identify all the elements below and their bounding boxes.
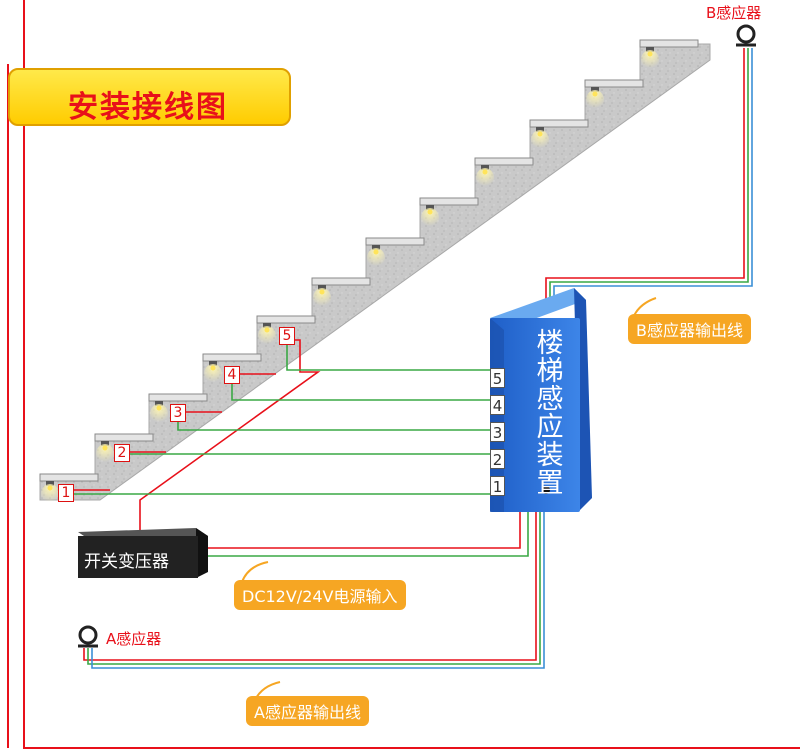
sensor-a-label: A感应器: [106, 630, 162, 648]
stair-tread: [94, 433, 154, 464]
stair-tread: [529, 119, 589, 150]
sensor-a-output-callout: A感应器输出线: [246, 696, 369, 726]
wire-step-5-green: [286, 343, 498, 371]
stair-tread: [365, 237, 425, 268]
stair-tread: [256, 315, 316, 346]
device-label: 楼梯感应装置: [536, 328, 564, 499]
stair-tread: [584, 79, 644, 110]
step-number-4: 4: [224, 366, 240, 384]
wire-sensor-b-red: [545, 48, 745, 304]
transformer-label: 开关变压器: [84, 552, 169, 572]
wire-step-3-green: [177, 420, 498, 431]
transformer-box: [78, 528, 208, 578]
device-port-1: 1: [490, 476, 505, 496]
wire-sensor-a-green: [87, 512, 541, 665]
device-port-5: 5: [490, 368, 505, 388]
stair-treads: [39, 39, 699, 504]
wire-sensor-a-red: [83, 512, 537, 661]
step-number-5: 5: [279, 327, 295, 345]
stair-tread: [202, 353, 262, 384]
wire-sensor-a-blue: [91, 512, 545, 669]
wire-sensor-b-blue: [553, 48, 753, 300]
step-number-1: 1: [58, 484, 74, 502]
indicator-dot: [542, 486, 550, 494]
device-port-4: 4: [490, 395, 505, 415]
wire-step-2-green: [121, 453, 498, 460]
device-port-3: 3: [490, 422, 505, 442]
wire-step-1-green: [65, 493, 498, 500]
wire-power-green: [208, 512, 529, 557]
stair-sensor-device: [490, 288, 592, 512]
page-title: 安装接线图: [68, 90, 228, 125]
sensor-b-icon: [736, 24, 756, 47]
callout-pointer-power: [241, 561, 269, 583]
stair-tread: [474, 157, 534, 188]
sensor-a-icon: [78, 625, 98, 648]
step-number-3: 3: [170, 404, 186, 422]
outer-frame-line: [23, 0, 800, 749]
stair-tread: [311, 277, 371, 308]
power-input-callout: DC12V/24V电源输入: [234, 580, 406, 610]
stair-tread: [639, 39, 699, 70]
device-port-2: 2: [490, 449, 505, 469]
title-box: 安装接线图: [8, 68, 291, 126]
sensor-b-label: B感应器: [706, 4, 762, 22]
wire-power-red-diagonal: [139, 339, 321, 536]
stair-tread: [39, 473, 99, 504]
stair-tread: [419, 197, 479, 228]
wire-power-red: [198, 512, 521, 549]
stair-tread: [148, 393, 208, 424]
wire-sensor-b-green: [549, 48, 749, 302]
wire-step-4-green: [231, 382, 498, 401]
sensor-b-output-callout: B感应器输出线: [628, 314, 751, 344]
step-number-2: 2: [114, 444, 130, 462]
